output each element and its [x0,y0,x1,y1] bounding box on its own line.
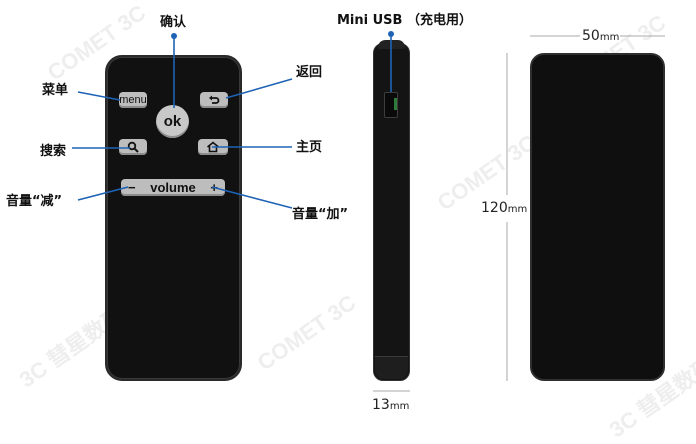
menu-button-label: menu [119,94,147,106]
back-button[interactable] [200,92,228,108]
height-unit: mm [507,204,528,215]
width-unit: mm [599,32,620,43]
callout-lines [72,34,665,392]
ok-button[interactable]: ok [156,105,189,138]
home-icon [206,141,220,153]
usb-indicator [394,98,397,110]
search-button[interactable] [119,139,147,155]
volume-label: volume [150,180,196,195]
search-label: 搜索 [40,144,67,159]
volume-down-button[interactable]: − [128,180,136,195]
back-arrow-icon [209,95,220,104]
usb-label: Mini USB （充电用） [337,13,472,28]
height-value: 120 [481,200,508,216]
depth-dimension: 13mm [372,397,409,413]
volume-up-label: 音量“加” [292,207,349,222]
side-bottom-cap [375,356,408,379]
pointer-dot [388,31,394,37]
back-label: 返回 [296,65,323,80]
menu-label: 菜单 [42,83,69,98]
width-dimension: 50mm [582,28,619,44]
remote-front-view: menu ok − volume + [105,55,242,381]
ok-button-label: ok [163,113,182,130]
menu-button[interactable]: menu [119,92,147,108]
home-label: 主页 [296,140,323,155]
volume-rocker[interactable]: − volume + [121,179,225,196]
search-icon [127,141,139,153]
pointer-dot [171,33,177,39]
remote-back-view [530,53,665,381]
depth-value: 13 [372,397,390,413]
volume-down-label: 音量“减” [6,194,63,209]
confirm-label: 确认 [160,15,187,30]
width-value: 50 [582,28,600,44]
depth-unit: mm [389,401,410,412]
height-dimension: 120mm [481,200,527,216]
